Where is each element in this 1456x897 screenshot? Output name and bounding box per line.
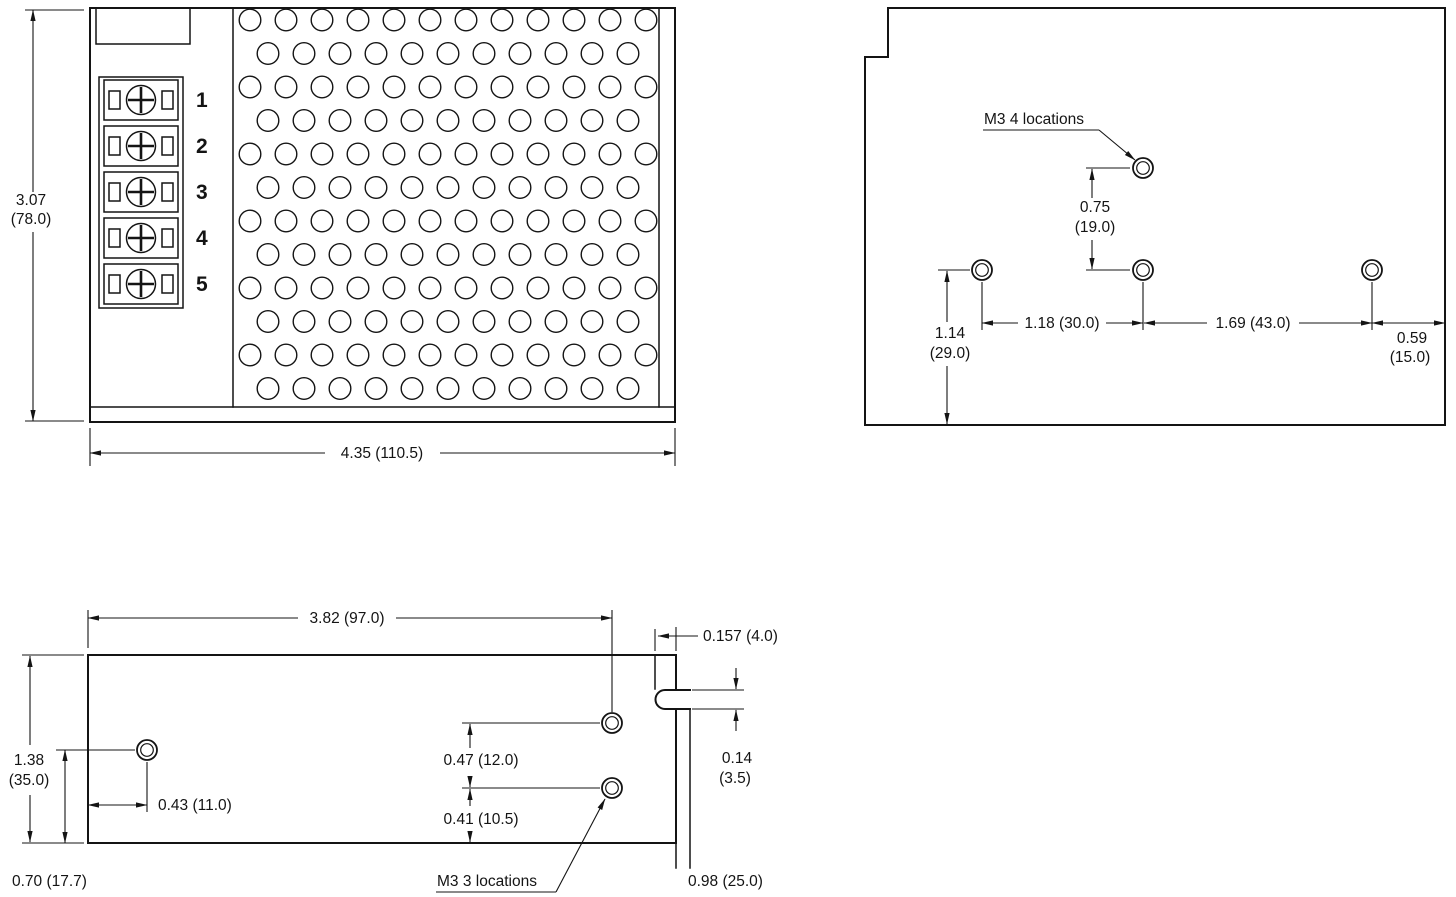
bottom-m3-label: M3 3 locations <box>437 873 537 890</box>
dim-059-mm: (15.0) <box>1390 349 1431 366</box>
terminal-screw-2 <box>102 124 180 168</box>
side-dimension-labels: 0.75 (19.0) 1.14 (29.0) 1.18 (30.0) 1.69… <box>930 199 1431 366</box>
dim-382-label: 3.82 (97.0) <box>310 610 385 627</box>
side-m3-label: M3 4 locations <box>984 111 1084 128</box>
dim-014-mm: (3.5) <box>719 770 751 787</box>
mounting-hole-upper-right <box>601 712 623 734</box>
mounting-hole-left <box>971 259 993 281</box>
dim-059-in: 0.59 <box>1397 330 1427 347</box>
terminal-screw-3 <box>102 170 180 214</box>
front-height-in-label: 3.07 <box>16 192 46 209</box>
terminal-number-2: 2 <box>196 135 208 158</box>
dim-041-label: 0.41 (10.5) <box>444 811 519 828</box>
dim-114-in: 1.14 <box>935 325 966 342</box>
mounting-hole-lower-right <box>601 777 623 799</box>
front-case-outline <box>89 7 676 423</box>
terminal-number-3: 3 <box>196 181 208 204</box>
bottom-case-outline <box>87 654 691 869</box>
mounting-hole-right <box>1361 259 1383 281</box>
terminal-number-4: 4 <box>196 227 208 250</box>
mounting-hole-top <box>1132 157 1154 179</box>
dim-114-mm: (29.0) <box>930 345 971 362</box>
dim-138-in: 1.38 <box>14 752 44 769</box>
bottom-m3-callout: M3 3 locations <box>436 798 606 893</box>
side-m3-callout: M3 4 locations <box>983 111 1136 161</box>
dim-138-mm: (35.0) <box>9 772 50 789</box>
bottom-dimension-lines <box>22 610 744 844</box>
front-height-dimension: 3.07 (78.0) <box>11 9 84 422</box>
front-width-label: 4.35 (110.5) <box>341 445 423 462</box>
dim-043-label: 0.43 (11.0) <box>158 797 232 814</box>
side-dimension-lines <box>938 167 1446 425</box>
terminal-screw-1 <box>102 78 180 122</box>
dim-014-in: 0.14 <box>722 750 753 767</box>
dim-070-label: 0.70 (17.7) <box>12 873 87 890</box>
dim-169-label: 1.69 (43.0) <box>1216 315 1291 332</box>
terminal-number-5: 5 <box>196 273 208 296</box>
ventilation-grille <box>238 8 658 401</box>
front-width-dimension: 4.35 (110.5) <box>89 428 676 466</box>
front-view: 1 2 3 4 5 3.07 (78.0) 4.35 (110.5) <box>11 7 676 466</box>
terminal-screw-4 <box>102 216 180 260</box>
dim-075-in: 0.75 <box>1080 199 1110 216</box>
side-mounting-view: M3 4 locations 0.75 (19.0) 1.14 (29.0) 1… <box>864 7 1446 426</box>
terminal-block: 1 2 3 4 5 <box>98 76 208 309</box>
dim-098-label: 0.98 (25.0) <box>688 873 763 890</box>
bottom-view: M3 3 locations 3.82 (97.0) 0.157 (4.0) 1… <box>9 610 778 893</box>
side-mounting-holes <box>971 157 1383 281</box>
terminal-screw-5 <box>102 262 180 306</box>
dim-118-label: 1.18 (30.0) <box>1025 315 1100 332</box>
dim-0157-label: 0.157 (4.0) <box>703 628 778 645</box>
front-height-mm-label: (78.0) <box>11 211 52 228</box>
dim-047-label: 0.47 (12.0) <box>444 752 519 769</box>
bottom-mounting-holes <box>136 712 623 799</box>
side-case-outline <box>864 7 1446 426</box>
bottom-dimension-labels: 3.82 (97.0) 0.157 (4.0) 1.38 (35.0) 0.43… <box>9 610 778 890</box>
mounting-hole-left <box>136 739 158 761</box>
dim-075-mm: (19.0) <box>1075 219 1116 236</box>
mounting-hole-middle <box>1132 259 1154 281</box>
terminal-number-1: 1 <box>196 89 208 112</box>
